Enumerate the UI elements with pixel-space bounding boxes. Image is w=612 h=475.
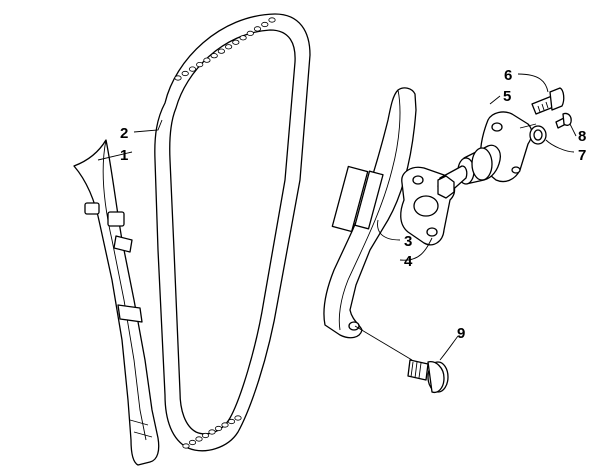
chain-link [201, 432, 210, 439]
rear-chain-guide [323, 87, 417, 339]
callout-1: 1 [120, 147, 128, 164]
chain-links-top [174, 17, 276, 81]
front-chain-guide [73, 139, 160, 466]
chain-link [246, 30, 254, 37]
callout-2: 2 [120, 125, 128, 142]
chain-link [227, 418, 236, 425]
guide-pivot-bolt [407, 359, 449, 394]
chain-link [232, 39, 240, 45]
leader-lines [97, 73, 577, 361]
chain-tensioner-assembly [437, 111, 533, 199]
callout-9: 9 [457, 325, 465, 342]
bolt-small [555, 112, 572, 129]
chain-link [210, 53, 218, 59]
chain-link [174, 75, 182, 81]
washer [529, 125, 547, 145]
chain-link [196, 61, 204, 68]
chain-links-bottom [182, 415, 242, 449]
callout-4: 4 [404, 253, 413, 270]
chain-link [261, 21, 269, 28]
callout-5: 5 [503, 88, 511, 105]
chain-link [195, 436, 203, 442]
callout-6: 6 [504, 67, 512, 84]
chain-link [221, 422, 229, 428]
chain-link [268, 17, 276, 23]
chain-link [253, 26, 262, 32]
chain-link [208, 429, 216, 435]
chain-link [188, 439, 197, 446]
cam-chain [154, 13, 311, 452]
chain-link [217, 48, 225, 54]
callout-3: 3 [404, 233, 412, 250]
callout-8: 8 [578, 128, 586, 145]
chain-link [239, 35, 247, 41]
callout-labels: 1 2 3 4 5 6 7 8 9 [120, 67, 586, 342]
chain-link [234, 415, 242, 421]
chain-link [188, 66, 197, 72]
chain-link [181, 70, 189, 77]
chain-link [203, 57, 211, 63]
callout-7: 7 [578, 147, 586, 164]
chain-link [182, 443, 190, 449]
chain-link [214, 425, 223, 432]
chain-link [225, 44, 233, 50]
bolt-large [531, 87, 565, 115]
